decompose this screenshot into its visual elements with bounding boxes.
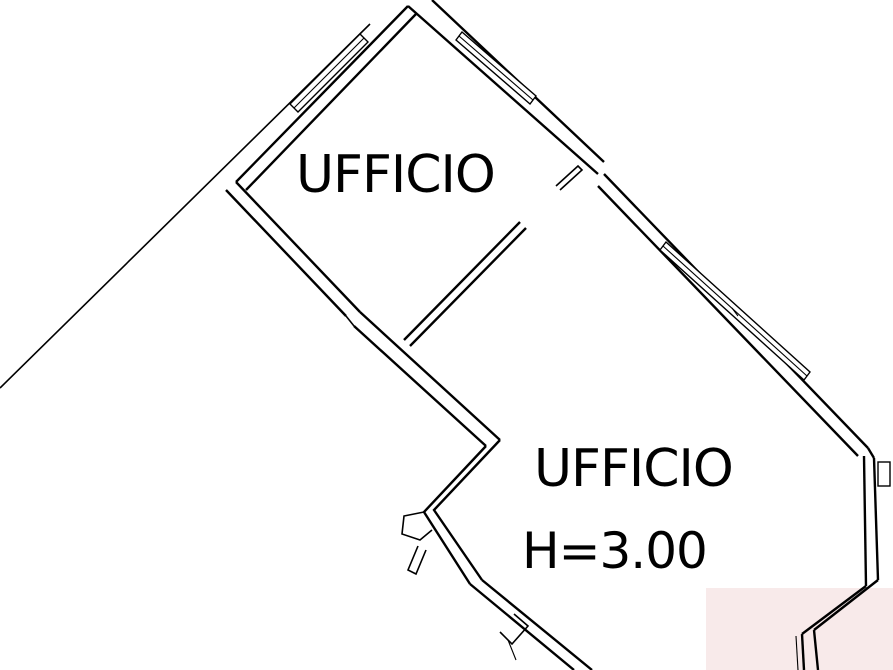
room-label-lower: UFFICIO: [534, 439, 733, 499]
partition-wall: [403, 221, 527, 347]
wall-stub: [401, 511, 433, 541]
wall-notch: [555, 164, 584, 191]
wall-jog: [401, 439, 501, 585]
outer-boundary-line: [0, 23, 371, 389]
wall-interior-diagonal: [225, 181, 501, 447]
room-label-upper: UFFICIO: [296, 145, 495, 205]
door-stub-bottom: [499, 613, 530, 646]
room-height-label: H=3.00: [522, 522, 707, 580]
wall-bottom: [469, 579, 593, 670]
wall-top-left: [235, 5, 417, 191]
wall-right: [597, 173, 891, 670]
watermark: [706, 588, 893, 670]
wall-top-right: [407, 0, 605, 191]
door-stub-left: [406, 545, 427, 576]
column-right: [877, 461, 891, 487]
